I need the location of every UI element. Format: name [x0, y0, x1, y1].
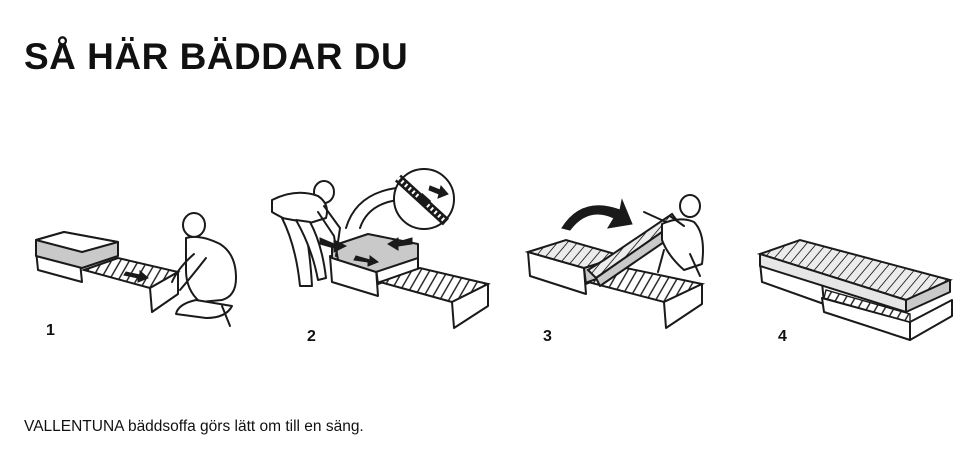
person-bending-icon — [271, 180, 342, 287]
person-kneeling-icon — [171, 212, 237, 327]
step-number-1: 1 — [46, 322, 55, 339]
curved-arrow-icon — [561, 198, 633, 231]
step-number-4: 4 — [778, 328, 787, 345]
step-4-illustration — [756, 238, 953, 341]
zipper-detail-icon — [393, 168, 455, 230]
step-2-illustration — [271, 168, 491, 329]
step-number-2: 2 — [307, 328, 316, 345]
page-title: SÅ HÄR BÄDDAR DU — [24, 36, 409, 77]
caption-text: VALLENTUNA bäddsoffa görs lätt om till e… — [24, 418, 364, 435]
person-lifting-icon — [643, 194, 704, 277]
step-number-3: 3 — [543, 328, 552, 345]
step-3-illustration — [524, 194, 706, 329]
step-1-illustration — [35, 212, 237, 327]
